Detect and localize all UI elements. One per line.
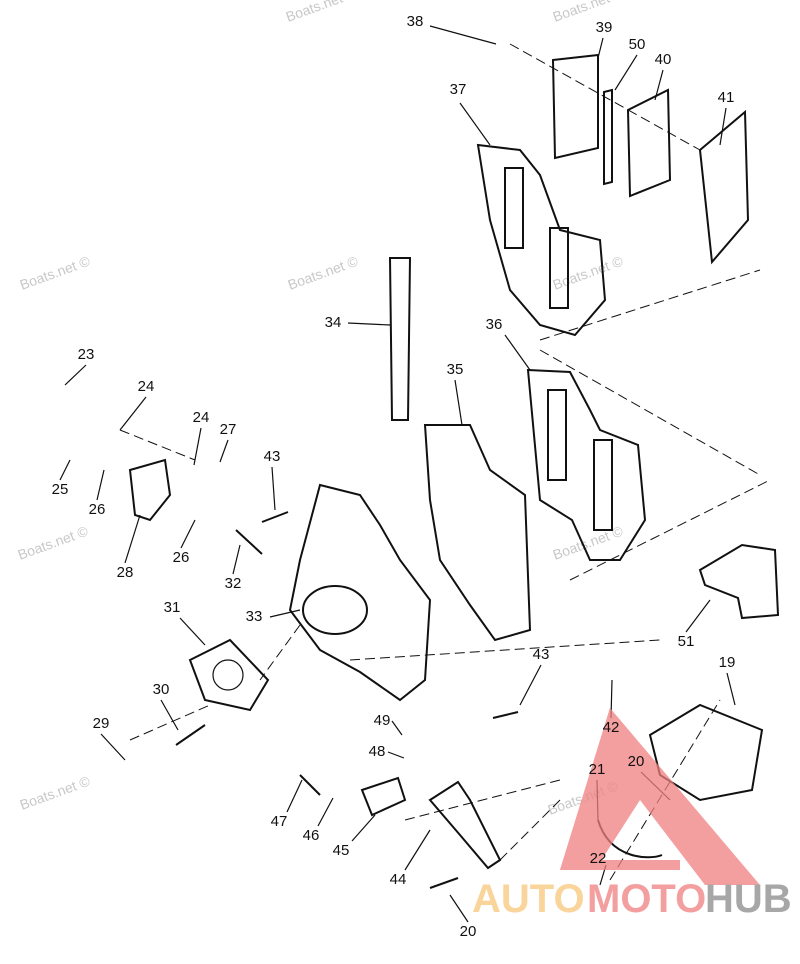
- callout-47: 47: [271, 813, 288, 830]
- callout-24: 24: [138, 378, 155, 395]
- part-45-bracket: [360, 776, 407, 817]
- diagram-line: [595, 860, 680, 870]
- callout-24: 24: [193, 409, 210, 426]
- callout-42: 42: [603, 719, 620, 736]
- watermark: Boats.net ©: [286, 252, 361, 292]
- watermark: Boats.net ©: [18, 772, 93, 812]
- part-35-gasket: [423, 424, 532, 642]
- callout-20: 20: [628, 753, 645, 770]
- callout-34: 34: [325, 314, 342, 331]
- callout-19: 19: [719, 654, 736, 671]
- part-32-stud: [235, 529, 263, 555]
- callout-31: 31: [164, 599, 181, 616]
- part-37-port: [504, 167, 524, 249]
- part-39-reed-stop: [551, 53, 599, 160]
- callout-25: 25: [52, 481, 69, 498]
- callout-43: 43: [533, 646, 550, 663]
- part-36-port: [593, 439, 613, 531]
- watermark: Boats.net ©: [18, 252, 93, 292]
- callout-51: 51: [678, 633, 695, 650]
- callout-23: 23: [78, 346, 95, 363]
- part-40-reed-petals: [626, 88, 672, 198]
- automotohub-logo: AUTO MOTO HUB: [472, 708, 792, 921]
- part-36-gasket: [526, 368, 647, 561]
- callout-45: 45: [333, 842, 350, 859]
- callout-33: 33: [246, 608, 263, 625]
- callout-28: 28: [117, 564, 134, 581]
- logo-hub: HUB: [705, 877, 792, 921]
- callout-40: 40: [655, 51, 672, 68]
- part-20-screw: [429, 877, 459, 889]
- parts: [59, 25, 780, 923]
- part-28-bracket: [128, 458, 172, 522]
- diagram-line: [119, 43, 771, 881]
- diagram-element: [212, 659, 244, 691]
- part-36-port: [547, 389, 567, 481]
- callout-41: 41: [718, 89, 735, 106]
- part-41-reed-block: [698, 109, 750, 265]
- callout-20: 20: [460, 923, 477, 940]
- callout-44: 44: [390, 871, 407, 888]
- part-50-reed: [603, 88, 613, 186]
- callout-32: 32: [225, 575, 242, 592]
- part-37-gasket: [476, 143, 607, 337]
- callout-30: 30: [153, 681, 170, 698]
- part-43-screw: [492, 711, 519, 719]
- part-37-port: [549, 227, 569, 309]
- callout-27: 27: [220, 421, 237, 438]
- callout-50: 50: [629, 36, 646, 53]
- callout-49: 49: [374, 712, 391, 729]
- callout-38: 38: [407, 13, 424, 30]
- callout-37: 37: [450, 81, 467, 98]
- callout-46: 46: [303, 827, 320, 844]
- watermark: Boats.net ©: [16, 522, 91, 562]
- logo-moto: MOTO: [587, 877, 706, 921]
- callout-labels: 38 39 50 40 41 37 34 36 35 23 24 24 27 4…: [52, 13, 736, 940]
- part-31-gasket: [188, 638, 270, 712]
- logo-auto: AUTO: [472, 877, 585, 921]
- part-44-bracket: [428, 780, 502, 870]
- callout-48: 48: [369, 743, 386, 760]
- callout-26: 26: [89, 501, 106, 518]
- callout-36: 36: [486, 316, 503, 333]
- watermark: Boats.net ©: [551, 252, 626, 292]
- callout-43: 43: [264, 448, 281, 465]
- callout-39: 39: [596, 19, 613, 36]
- watermarks: Boats.net © Boats.net © Boats.net © Boat…: [16, 0, 626, 818]
- watermark: Boats.net ©: [284, 0, 359, 25]
- part-30-stud: [175, 724, 206, 746]
- callout-26: 26: [173, 549, 190, 566]
- diagram-line: [560, 708, 625, 870]
- part-47-screw: [299, 774, 321, 796]
- part-51-bracket: [698, 543, 780, 620]
- callout-21: 21: [589, 761, 606, 778]
- callout-22: 22: [590, 850, 607, 867]
- part-33-housing: [288, 483, 432, 702]
- part-34-tube: [388, 257, 412, 421]
- callout-35: 35: [447, 361, 464, 378]
- part-33-port: [302, 585, 368, 635]
- watermark: Boats.net ©: [551, 0, 626, 25]
- part-43-screw: [261, 511, 289, 523]
- diagram-line: [59, 25, 736, 923]
- callout-29: 29: [93, 715, 110, 732]
